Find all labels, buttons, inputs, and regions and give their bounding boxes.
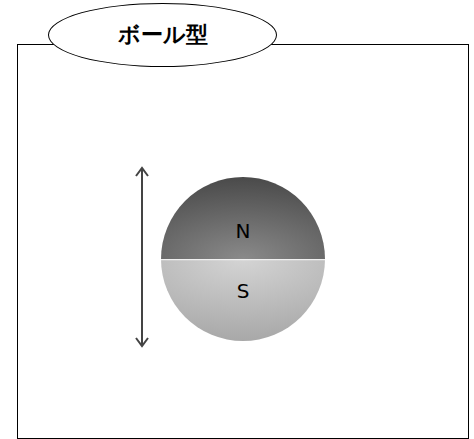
pole-label: S bbox=[237, 279, 250, 303]
title-ellipse: ボール型 bbox=[48, 3, 277, 67]
hemisphere-shape bbox=[161, 177, 325, 259]
pole-label: N bbox=[236, 219, 251, 243]
frame-box: ボール型NS bbox=[17, 44, 469, 439]
south-pole-half: S bbox=[161, 259, 325, 341]
title-text: ボール型 bbox=[118, 20, 208, 50]
hemisphere-fill bbox=[161, 259, 325, 341]
pole-divider bbox=[161, 259, 325, 260]
double-arrow bbox=[136, 168, 148, 346]
hemisphere-fill bbox=[161, 177, 325, 259]
north-pole-half: N bbox=[161, 177, 325, 259]
